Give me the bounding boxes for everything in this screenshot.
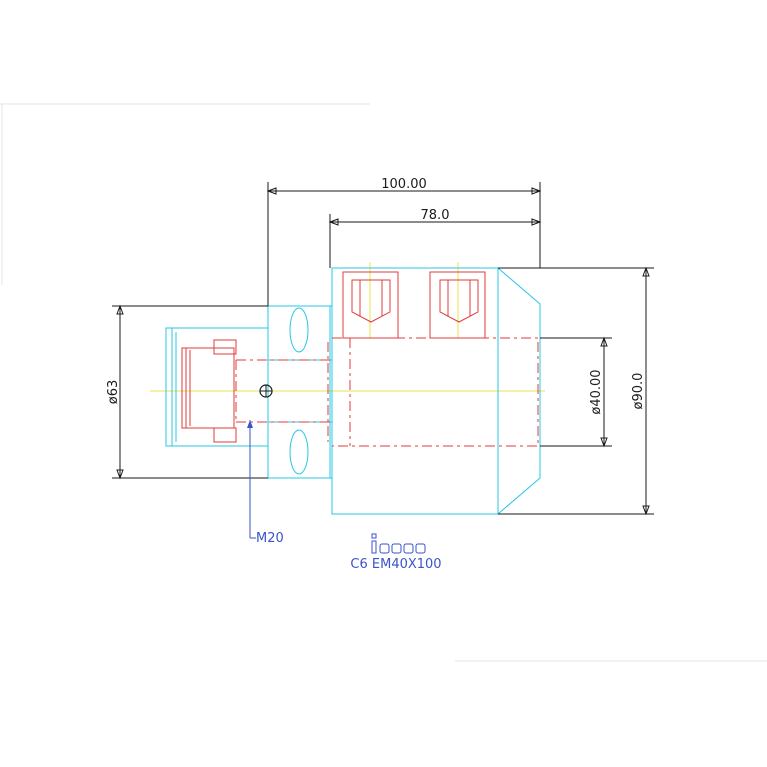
sheet-frame — [0, 103, 767, 662]
dimension-bore-diameter-label: ø40.00 — [589, 369, 604, 414]
center-mark — [259, 384, 273, 398]
shank-outline — [165, 305, 333, 479]
dimension-body-diameter-label: ø90.0 — [631, 373, 646, 410]
product-label: C6 EM40X100 — [350, 533, 442, 572]
dimension-body-diameter: ø90.0 — [498, 266, 654, 516]
dimension-overall-length-label: 100.00 — [381, 177, 427, 192]
brand-logo — [371, 533, 426, 554]
dimension-shank-diameter: ø63 — [106, 304, 268, 480]
thread-callout: M20 — [247, 420, 284, 546]
thread-callout-label: M20 — [256, 531, 284, 546]
dimension-body-length-label: 78.0 — [421, 208, 450, 223]
product-code: C6 EM40X100 — [350, 557, 441, 572]
dimension-bore-diameter: ø40.00 — [540, 336, 612, 448]
dimension-shank-diameter-label: ø63 — [106, 380, 121, 405]
dimension-body-length: 78.0 — [328, 208, 542, 268]
centerline — [150, 262, 545, 392]
hidden-features — [181, 271, 539, 447]
dimension-overall-length: 100.00 — [266, 177, 542, 306]
